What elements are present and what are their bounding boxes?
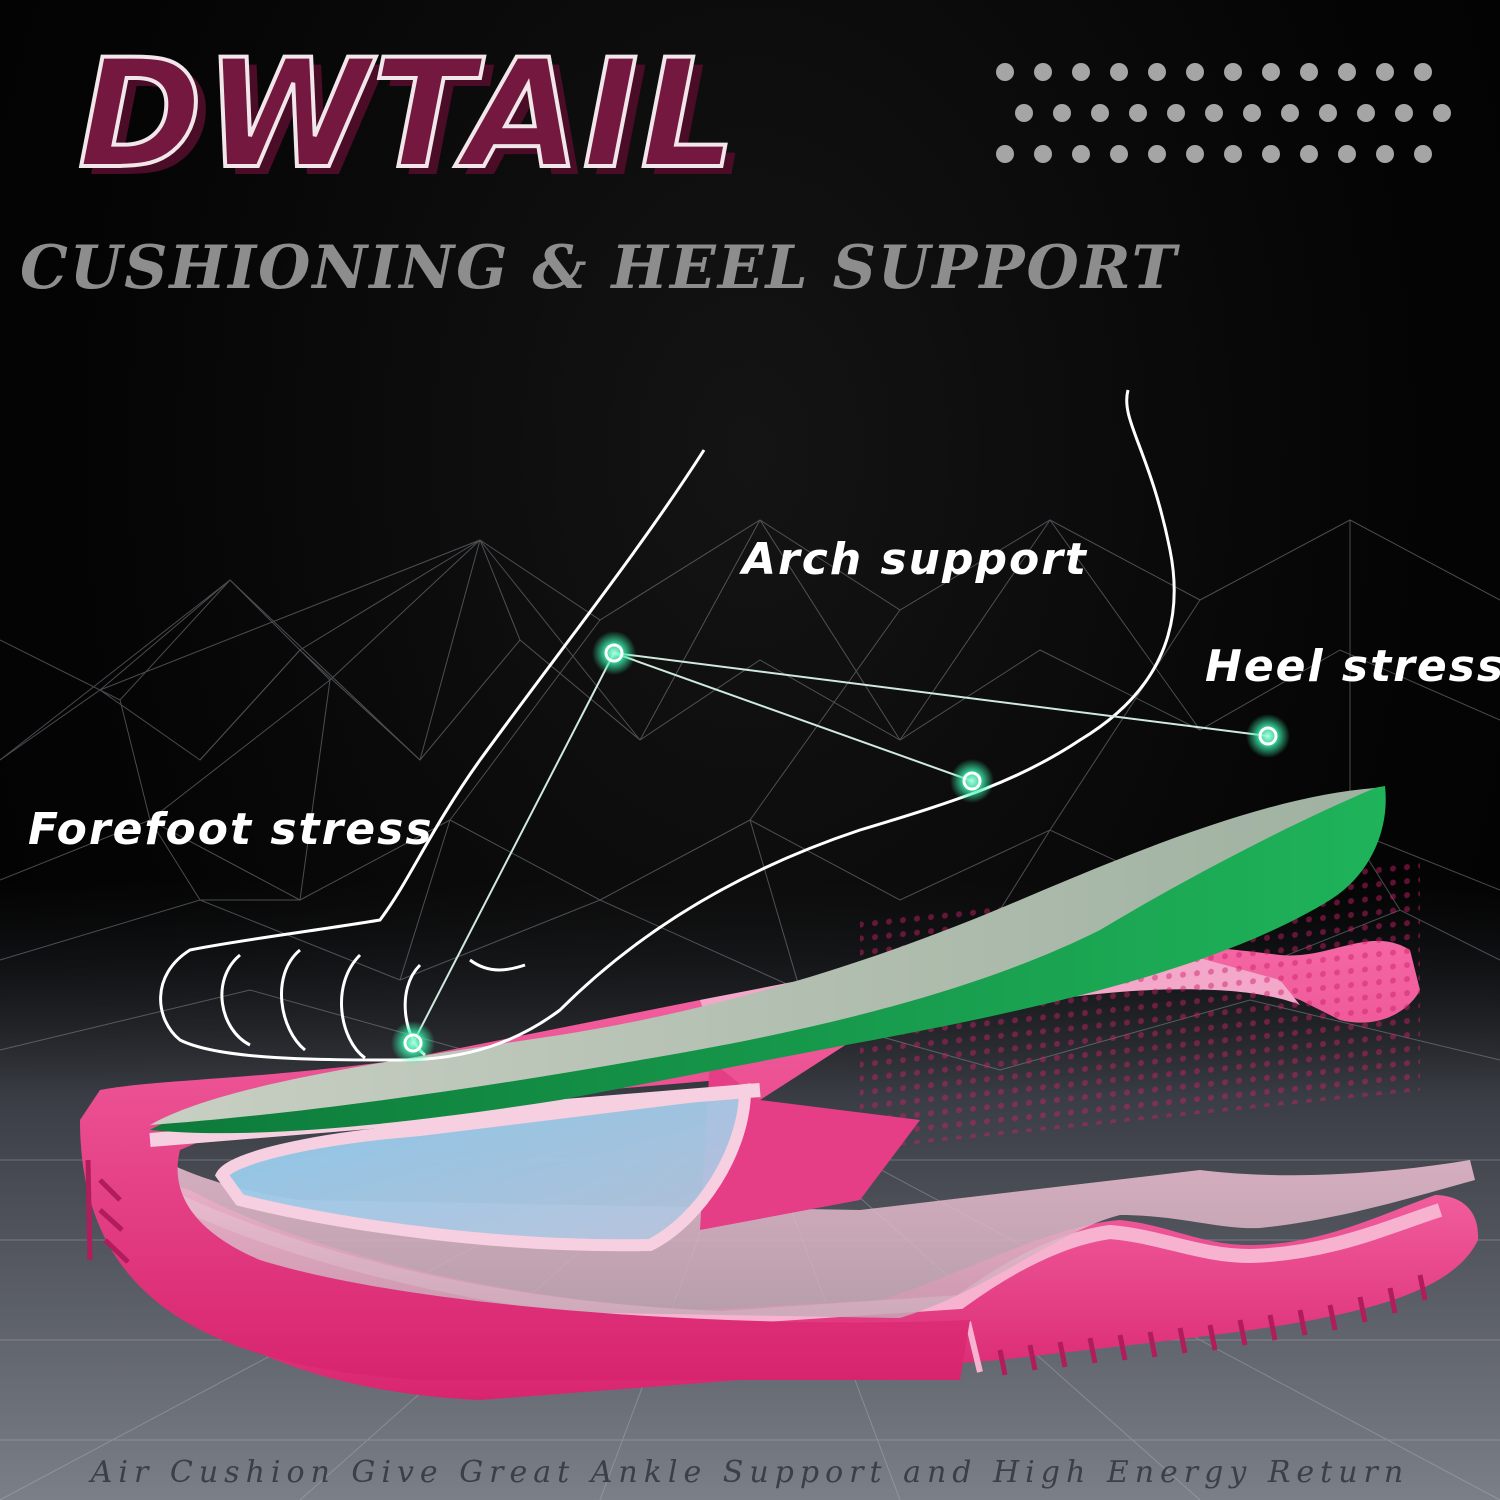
gel-pad — [222, 1090, 745, 1246]
decorative-dot — [1395, 104, 1413, 122]
decorative-dot — [1262, 63, 1280, 81]
decorative-dot-grid — [996, 63, 1451, 163]
decorative-dot — [1186, 63, 1204, 81]
decorative-dot — [1129, 104, 1147, 122]
decorative-dot — [996, 63, 1014, 81]
decorative-dot — [1110, 145, 1128, 163]
decorative-dot — [1376, 145, 1394, 163]
decorative-dot — [1148, 145, 1166, 163]
footer-tagline: Air Cushion Give Great Ankle Support and… — [90, 1455, 1410, 1490]
outsole-grip — [997, 1274, 1428, 1376]
decorative-dot — [1262, 145, 1280, 163]
decorative-dot — [1414, 145, 1432, 163]
marker-heel-arch — [950, 759, 994, 803]
decorative-dot — [1148, 63, 1166, 81]
decorative-dot — [1357, 104, 1375, 122]
decorative-dot — [1167, 104, 1185, 122]
decorative-dot — [1224, 63, 1242, 81]
decorative-dot — [1034, 145, 1052, 163]
decorative-dot — [996, 145, 1014, 163]
decorative-dot — [1376, 63, 1394, 81]
decorative-dot — [1224, 145, 1242, 163]
decorative-dot — [1205, 104, 1223, 122]
decorative-dot — [1186, 145, 1204, 163]
callout-arch-support: Arch support — [742, 534, 1088, 585]
decorative-dot — [1433, 104, 1451, 122]
brand-logo: DWTAIL — [76, 28, 739, 202]
callout-connectors — [412, 652, 1269, 1044]
decorative-dot — [1110, 63, 1128, 81]
decorative-dot — [1338, 63, 1356, 81]
cushion-layer — [130, 1140, 1475, 1318]
decorative-dot — [1072, 63, 1090, 81]
decorative-dot — [1243, 104, 1261, 122]
decorative-dot — [1091, 104, 1109, 122]
decorative-dot — [1053, 104, 1071, 122]
marker-heel — [1246, 714, 1290, 758]
decorative-dot — [1319, 104, 1337, 122]
decorative-dot — [1300, 63, 1318, 81]
decorative-dot — [1072, 145, 1090, 163]
decorative-dot — [1015, 104, 1033, 122]
marker-arch — [592, 631, 636, 675]
decorative-dot — [1281, 104, 1299, 122]
callout-forefoot-stress: Forefoot stress — [28, 804, 434, 855]
headline-subtitle: CUSHIONING & HEEL SUPPORT — [20, 233, 1179, 303]
decorative-dot — [1338, 145, 1356, 163]
marker-forefoot — [391, 1021, 435, 1065]
decorative-dot — [1300, 145, 1318, 163]
decorative-dot — [1034, 63, 1052, 81]
decorative-dot — [1414, 63, 1432, 81]
callout-heel-stress: Heel stress — [1205, 641, 1500, 692]
